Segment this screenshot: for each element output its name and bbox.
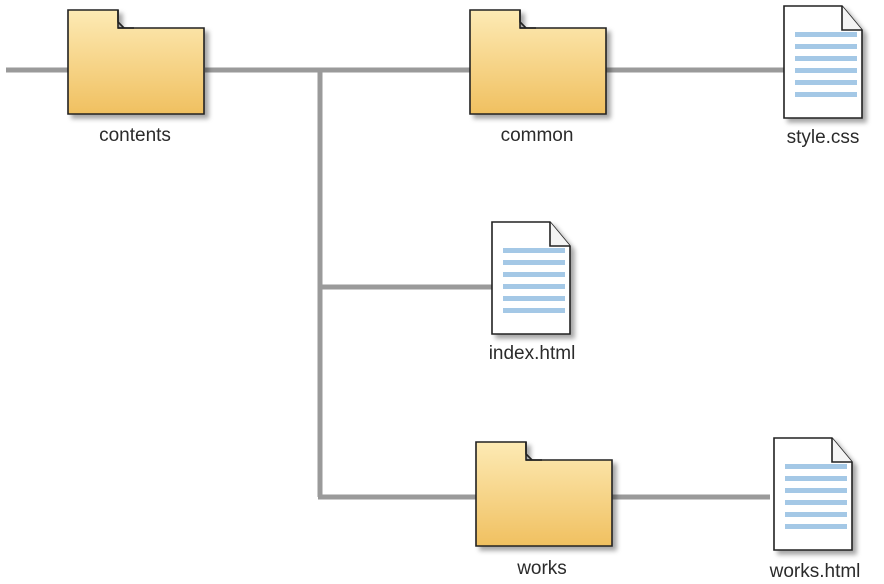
label-common: common bbox=[500, 125, 574, 146]
folder-icon-contents bbox=[68, 10, 204, 114]
document-icon-index bbox=[492, 222, 570, 334]
label-contents: contents bbox=[99, 125, 171, 146]
document-icon-style bbox=[784, 6, 862, 118]
label-index-html: index.html bbox=[488, 343, 576, 364]
label-style-css: style.css bbox=[786, 127, 860, 148]
folder-icon-works bbox=[476, 442, 612, 546]
document-icon-works-html bbox=[774, 438, 852, 550]
label-works: works bbox=[517, 558, 567, 579]
label-works-html: works.html bbox=[769, 561, 861, 582]
folder-icon-common bbox=[470, 10, 606, 114]
